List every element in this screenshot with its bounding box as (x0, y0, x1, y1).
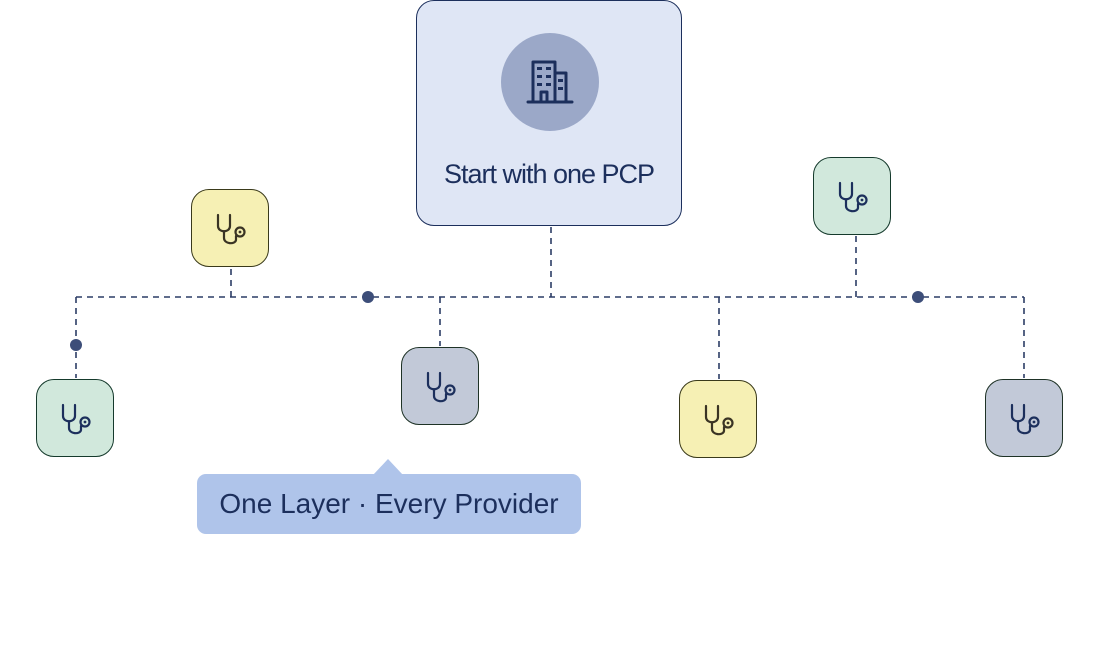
hub-label: Start with one PCP (443, 159, 655, 189)
stethoscope-icon (704, 404, 734, 436)
junction-dot (70, 339, 82, 351)
pcp-hub-card: Start with one PCP (416, 0, 682, 226)
stethoscope-icon (838, 181, 868, 213)
stethoscope-icon (1010, 403, 1040, 435)
stethoscope-icon (61, 403, 91, 435)
provider-node-3 (813, 157, 891, 235)
provider-node-4 (401, 347, 479, 425)
provider-node-5 (679, 380, 757, 458)
callout-tooltip: One Layer · Every Provider (197, 459, 581, 534)
provider-node-6 (985, 379, 1063, 457)
hub-icon-circle (501, 33, 599, 131)
building-icon (526, 60, 574, 104)
stethoscope-icon (216, 213, 246, 245)
stethoscope-icon (426, 371, 456, 403)
callout-label: One Layer · Every Provider (219, 488, 559, 519)
junction-dot (912, 291, 924, 303)
junction-dot (362, 291, 374, 303)
provider-node-2 (36, 379, 114, 457)
provider-node-1 (191, 189, 269, 267)
